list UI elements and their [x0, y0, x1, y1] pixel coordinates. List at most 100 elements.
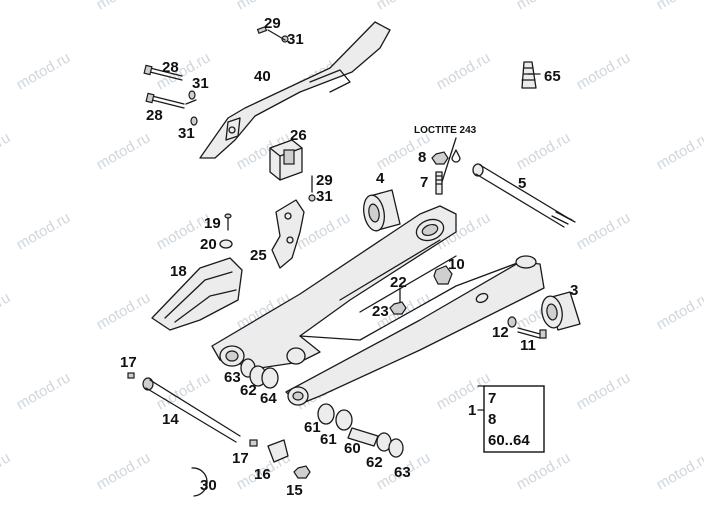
callout-5: 5: [518, 175, 526, 192]
assembly-item-3: 60..64: [488, 432, 530, 449]
pivot-shaft-5: [472, 163, 576, 228]
stud-7: [435, 171, 443, 195]
assembly-item-2: 8: [488, 411, 496, 428]
watermark-text: motod.ru: [654, 289, 704, 333]
callout-28-lower: 28: [146, 107, 163, 124]
bearing-61-b: [335, 409, 353, 431]
callout-17-left: 17: [120, 354, 137, 371]
callout-31-upper: 31: [192, 75, 209, 92]
assembly-box: [483, 385, 545, 453]
watermark-text: motod.ru: [654, 449, 704, 493]
watermark-text: motod.ru: [94, 129, 154, 173]
bushing-3: [541, 291, 581, 331]
callout-64: 64: [260, 390, 277, 407]
chain-slider-18: [151, 257, 243, 331]
callout-31-lower: 31: [178, 125, 195, 142]
watermark-text: motod.ru: [0, 0, 13, 13]
axle-14: [142, 377, 241, 443]
watermark-text: motod.ru: [0, 289, 13, 333]
watermark-text: motod.ru: [574, 209, 634, 253]
watermark-text: motod.ru: [94, 449, 154, 493]
callout-60: 60: [344, 440, 361, 457]
washer-31-b: [190, 116, 198, 126]
callout-28-upper: 28: [162, 59, 179, 76]
callout-63-right: 63: [394, 464, 411, 481]
watermark-text: motod.ru: [574, 369, 634, 413]
nut-15: [293, 465, 311, 479]
screw-19: [224, 213, 232, 231]
callout-62-right: 62: [366, 454, 383, 471]
callout-7: 7: [420, 174, 428, 191]
callout-10: 10: [448, 256, 465, 273]
watermark-text: motod.ru: [514, 0, 574, 13]
watermark-text: motod.ru: [14, 49, 74, 93]
watermark-text: motod.ru: [14, 369, 74, 413]
nut-10: [433, 265, 453, 285]
screw-29-top: [256, 25, 268, 35]
bolt-11: [517, 327, 547, 339]
callout-31-top: 31: [287, 31, 304, 48]
callout-29-mid: 29: [316, 172, 333, 189]
callout-63-left: 63: [224, 369, 241, 386]
callout-19: 19: [204, 215, 221, 232]
callout-30: 30: [200, 477, 217, 494]
bolt-65: [521, 61, 537, 89]
loctite-drop-icon: [439, 137, 461, 189]
callout-16: 16: [254, 466, 271, 483]
assembly-prefix: 1: [468, 402, 476, 419]
bearing-61-a: [317, 403, 335, 425]
callout-62-left: 62: [240, 382, 257, 399]
bolt-28-lower: [145, 92, 185, 109]
callout-15: 15: [286, 482, 303, 499]
watermark-text: motod.ru: [374, 0, 434, 13]
swingarm-frame: [211, 205, 545, 406]
spacer-60: [347, 427, 379, 447]
callout-12: 12: [492, 324, 509, 341]
watermark-text: motod.ru: [654, 0, 704, 13]
watermark-text: motod.ru: [0, 449, 13, 493]
chain-adjuster-16: [267, 439, 289, 463]
nut-8: [431, 151, 449, 165]
chain-guard-part: [199, 21, 391, 159]
bolt-28-upper: [143, 64, 183, 81]
callout-14: 14: [162, 411, 179, 428]
spacer-64: [261, 367, 279, 389]
callout-61-a: 61: [304, 419, 321, 436]
callout-26: 26: [290, 127, 307, 144]
leader-lines: [185, 29, 541, 387]
callout-25: 25: [250, 247, 267, 264]
watermark-text: motod.ru: [514, 449, 574, 493]
assembly-item-1: 7: [488, 390, 496, 407]
watermark-text: motod.ru: [154, 369, 214, 413]
callout-22: 22: [390, 274, 407, 291]
circlip-30: [191, 467, 208, 497]
callout-29-top: 29: [264, 15, 281, 32]
bracket-25: [271, 199, 305, 269]
callout-40: 40: [254, 68, 271, 85]
nut-23: [389, 301, 407, 315]
watermark-text: motod.ru: [14, 209, 74, 253]
callout-31-mid: 31: [316, 188, 333, 205]
callout-3: 3: [570, 282, 578, 299]
watermark-text: motod.ru: [94, 0, 154, 13]
watermark-text: motod.ru: [654, 129, 704, 173]
callout-8: 8: [418, 149, 426, 166]
watermark-text: motod.ru: [0, 129, 13, 173]
callout-17-right: 17: [232, 450, 249, 467]
watermark-text: motod.ru: [94, 289, 154, 333]
loctite-note: LOCTITE 243: [414, 125, 477, 136]
callout-20: 20: [200, 236, 217, 253]
nut-17-left: [127, 372, 135, 379]
watermark-text: motod.ru: [434, 49, 494, 93]
callout-23: 23: [372, 303, 389, 320]
washer-20: [219, 239, 233, 249]
seal-63-right: [388, 438, 404, 458]
watermark-text: motod.ru: [574, 49, 634, 93]
nut-17-right: [249, 439, 258, 447]
washer-31-a: [188, 90, 196, 100]
watermark-text: motod.ru: [234, 0, 294, 13]
screw-29-mid: [308, 175, 316, 202]
callout-18: 18: [170, 263, 187, 280]
